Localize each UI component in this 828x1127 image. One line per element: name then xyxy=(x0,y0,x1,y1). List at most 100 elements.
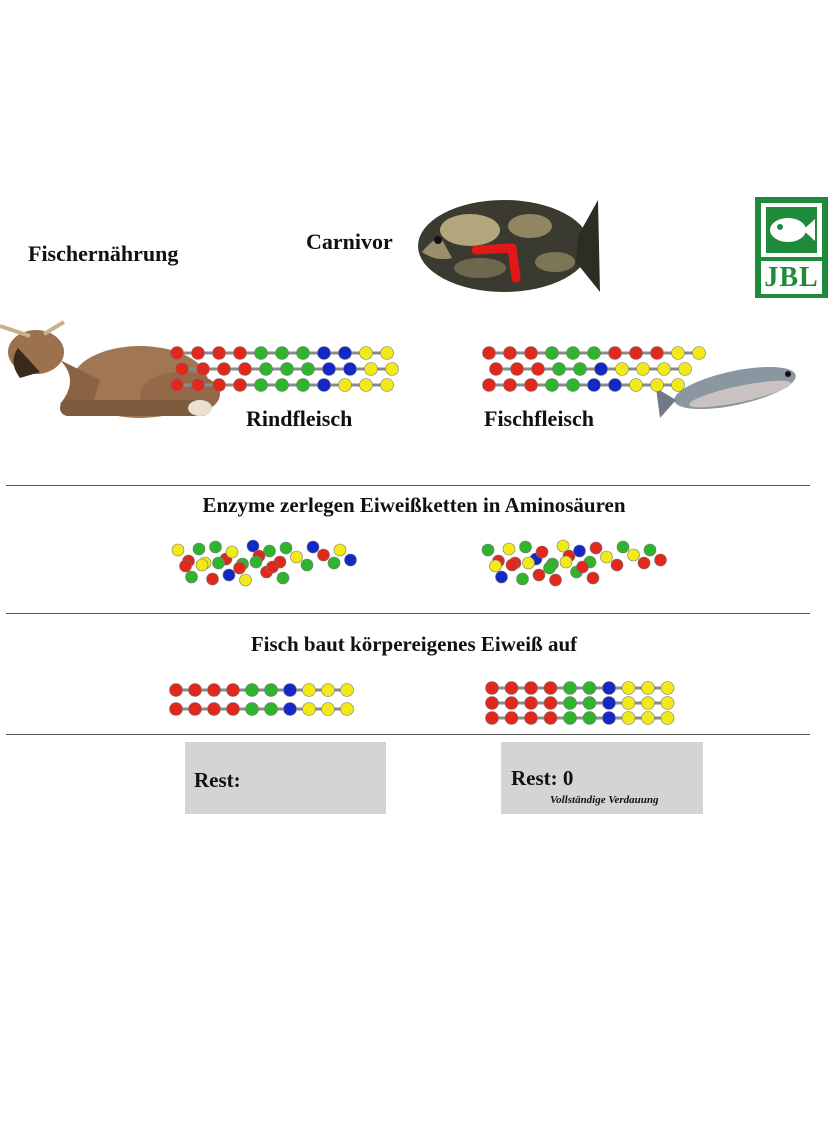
beef-amino-acid xyxy=(209,540,222,554)
beef-chain-bead xyxy=(317,378,331,392)
fish-chain-bead xyxy=(573,362,587,376)
fish-chain-bead xyxy=(482,378,496,392)
fish-chain-bead xyxy=(587,378,601,392)
fish-built-chain-bead xyxy=(543,711,558,725)
fish-built-chain-bead xyxy=(504,696,519,710)
fish-chain-bead xyxy=(524,378,538,392)
beef-built-chain-bead xyxy=(321,683,335,697)
fish-built-chain-bead xyxy=(563,711,577,725)
fish-chain-bead xyxy=(608,346,622,360)
beef-chain-bead xyxy=(233,346,247,360)
beef-built-chain-bead xyxy=(245,683,259,697)
fish-amino-acid xyxy=(481,543,495,557)
fish-amino-acid xyxy=(589,541,603,555)
fish-built-chain-bead xyxy=(524,711,538,725)
fish-built-chain-bead xyxy=(602,711,616,725)
fish-chain-bead xyxy=(594,362,608,376)
beef-chain-bead xyxy=(275,378,289,392)
fish-amino-acid xyxy=(495,570,508,584)
fish-amino-acid xyxy=(489,559,502,573)
beef-built-chain-bead xyxy=(264,702,278,716)
fish-built-chain-bead xyxy=(582,696,597,710)
beef-amino-acid xyxy=(239,573,252,587)
beef-built-chain-bead xyxy=(264,683,278,697)
beef-amino-acid xyxy=(300,558,314,572)
fish-built-chain-bead xyxy=(504,711,519,725)
fish-chain-bead xyxy=(615,362,629,376)
fish-amino-acid xyxy=(627,548,640,562)
fish-chain-bead xyxy=(545,378,559,392)
beef-chain-bead xyxy=(343,362,357,376)
fish-amino-acid xyxy=(559,555,573,569)
rest-right-label: Rest: 0 xyxy=(511,766,574,790)
fish-amino-acid xyxy=(556,539,570,553)
amino-acids-layer xyxy=(171,539,667,587)
fish-chain-bead xyxy=(608,378,622,392)
fish-chain-bead xyxy=(671,378,685,392)
fish-chain-bead xyxy=(629,346,643,360)
beef-label: Rindfleisch xyxy=(246,406,353,431)
beef-amino-acid xyxy=(249,555,263,569)
trout-image xyxy=(656,366,796,418)
fish-chain-bead xyxy=(531,362,545,376)
beef-chain-bead xyxy=(233,378,247,392)
fish-chain-bead xyxy=(489,362,503,376)
fish-amino-acid xyxy=(519,540,532,554)
rest-right-note: Vollständige Verdauung xyxy=(550,794,659,806)
beef-chain-bead xyxy=(175,362,189,376)
beef-amino-acid xyxy=(179,559,192,573)
divider-3 xyxy=(6,734,810,735)
beef-built-chain-bead xyxy=(188,702,202,716)
beef-amino-acid xyxy=(246,539,260,553)
beef-chain-bead xyxy=(301,362,315,376)
fish-built-chain-bead xyxy=(524,696,538,710)
fish-built-chain-bead xyxy=(660,711,675,725)
beef-chain-bead xyxy=(359,378,373,392)
rest-box-left: Rest: xyxy=(185,742,386,814)
beef-chain-bead xyxy=(280,362,294,376)
beef-chain-bead xyxy=(212,346,226,360)
fish-amino-acid xyxy=(535,545,549,559)
beef-amino-acid xyxy=(185,570,198,584)
fish-built-chain-bead xyxy=(602,681,616,695)
fish-amino-acid xyxy=(532,568,546,582)
beef-built-chain-bead xyxy=(188,683,202,697)
fish-amino-acid xyxy=(586,571,600,585)
beef-amino-acid xyxy=(306,540,320,554)
beef-chain-bead xyxy=(385,362,399,376)
fish-amino-acid xyxy=(576,560,589,574)
logo-text: JBL xyxy=(764,262,819,293)
fish-built-chain-bead xyxy=(621,681,636,695)
beef-built-chain-bead xyxy=(340,683,354,697)
beef-amino-acid xyxy=(192,542,206,556)
fish-amino-acid xyxy=(522,556,535,570)
beef-built-chain-bead xyxy=(321,702,335,716)
beef-chain-bead xyxy=(322,362,336,376)
fish-built-chain-bead xyxy=(485,681,499,695)
fish-chain-bead xyxy=(671,346,685,360)
fish-chain-bead xyxy=(650,378,664,392)
beef-chain-bead xyxy=(217,362,231,376)
beef-amino-acid xyxy=(212,556,225,570)
beef-amino-acid xyxy=(225,545,239,559)
fish-chain-bead xyxy=(503,346,517,360)
fish-built-chain-bead xyxy=(641,696,655,710)
beef-amino-acid xyxy=(263,544,276,558)
beef-chain-bead xyxy=(338,346,352,360)
beef-amino-acid xyxy=(233,561,246,575)
beef-chain-bead xyxy=(296,378,310,392)
fish-amino-acid xyxy=(516,572,529,586)
fish-built-chain-bead xyxy=(582,711,597,725)
beef-chain-bead xyxy=(196,362,210,376)
fish-chain-bead xyxy=(587,346,601,360)
beef-chain-bead xyxy=(364,362,378,376)
beef-amino-acid xyxy=(327,556,341,570)
beef-built-chain-bead xyxy=(283,683,297,697)
beef-chain-bead xyxy=(275,346,289,360)
fish-built-chain-bead xyxy=(563,696,577,710)
fish-chain-bead xyxy=(524,346,538,360)
beef-amino-acid xyxy=(276,571,290,585)
beef-chain-bead xyxy=(191,378,205,392)
divider-1 xyxy=(6,485,810,486)
